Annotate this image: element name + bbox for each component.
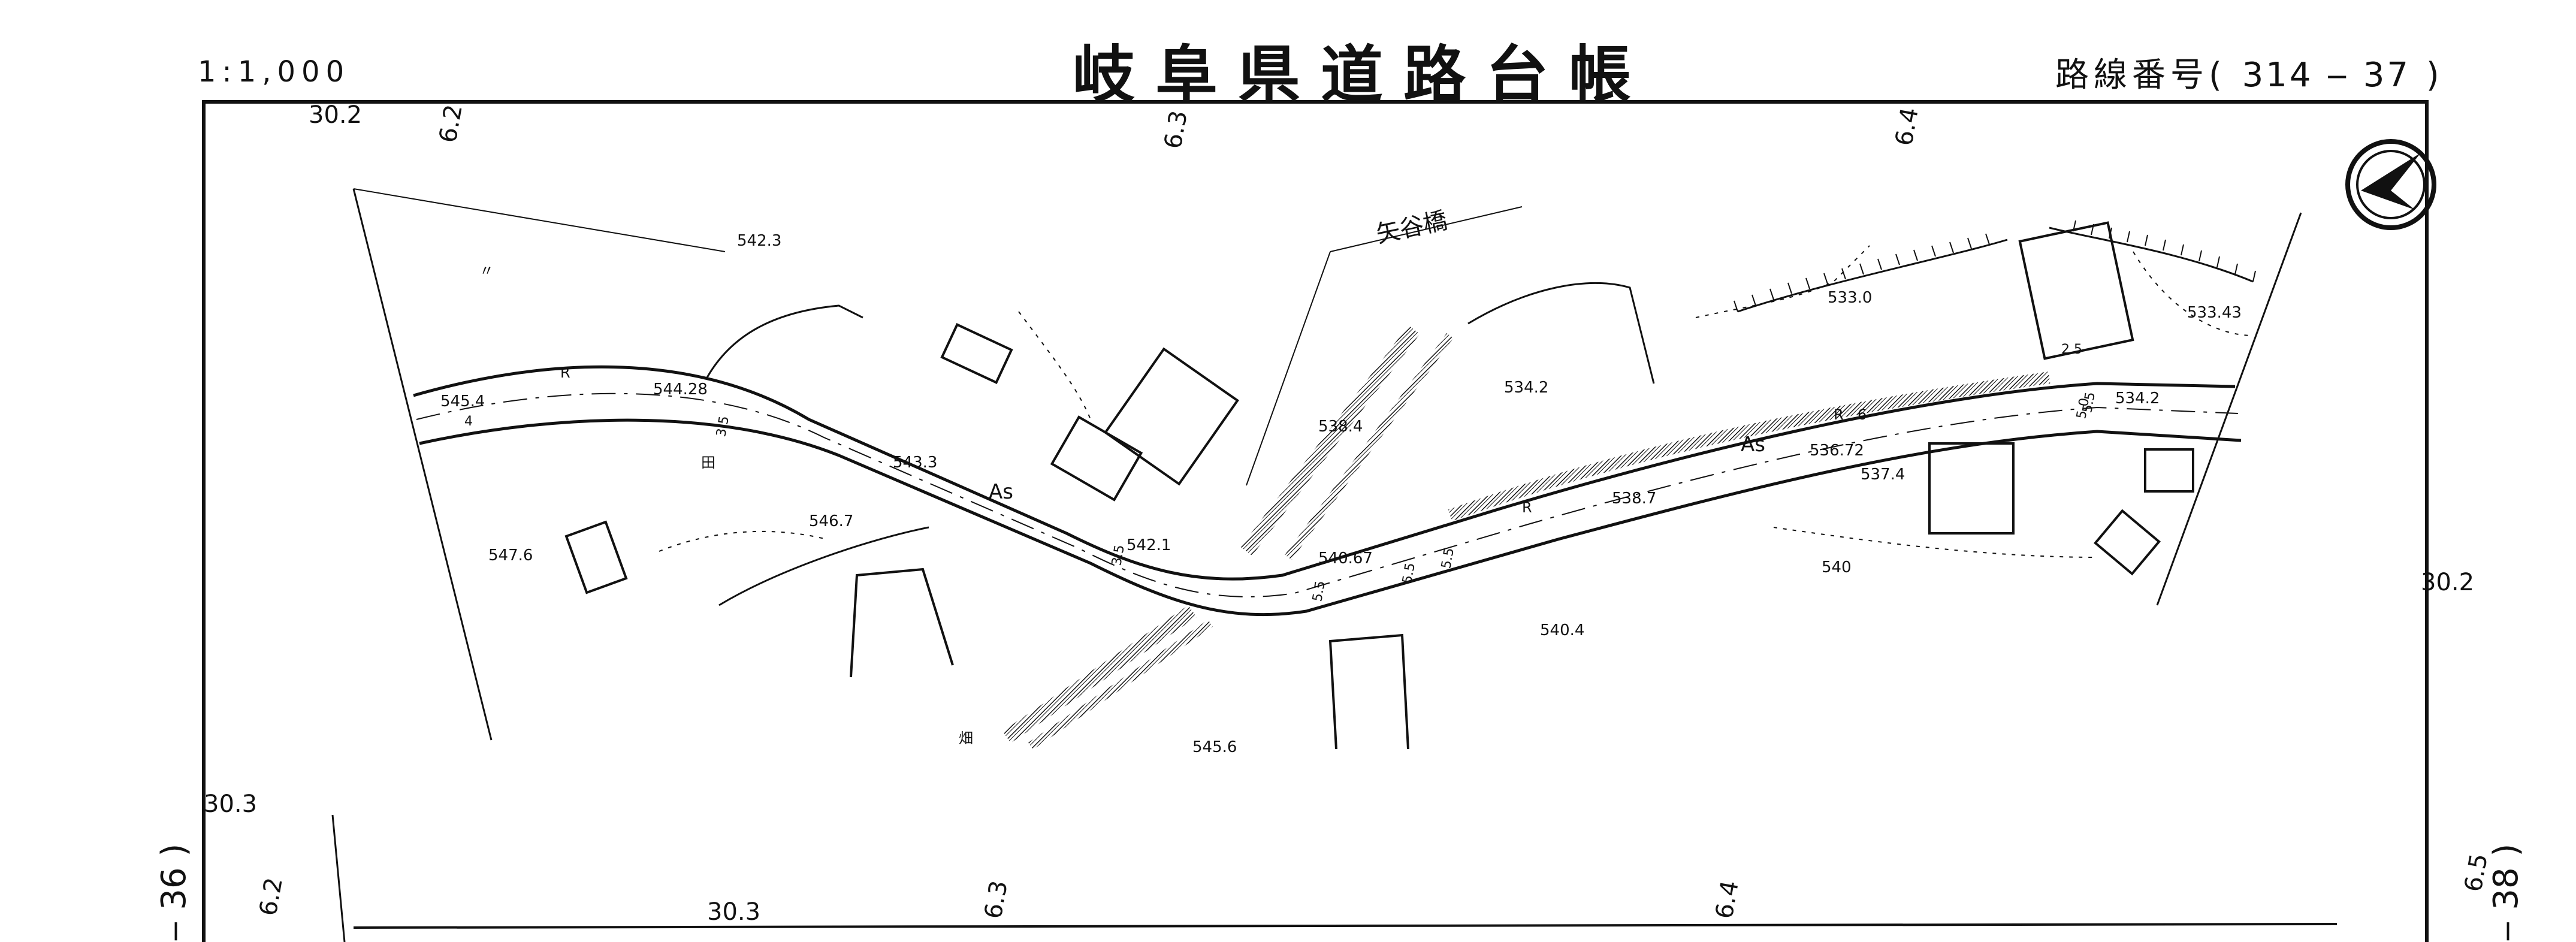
road-label: R (1834, 406, 1844, 423)
width-mark: 5.5 (1439, 547, 1457, 570)
bridge-rail-south (1002, 605, 1197, 743)
bridge-rail-north-2 (1285, 333, 1454, 560)
grid-label: 30.3 (707, 898, 760, 926)
elevation-label: 540.4 (1540, 621, 1584, 639)
route-close-paren: ) (2426, 56, 2444, 95)
width-mark: 5.0 (2074, 397, 2092, 420)
elevation-label: 540.67 (1318, 550, 1373, 567)
width-marks: 3.5 3.5 5.5 5.5 5.5 5.5 5.0 2.5 (714, 342, 2098, 603)
width-mark: 3.5 (1109, 544, 1128, 567)
elevation-label: 538.4 (1318, 418, 1363, 436)
elevation-label: 544.28 (653, 381, 708, 398)
elevation-label: 542.3 (737, 232, 781, 250)
buildings (564, 221, 2194, 750)
width-mark: 2.5 (2061, 342, 2082, 357)
survey-boundary-left (352, 188, 493, 741)
land-use-marks: 田 畑 〃 (479, 262, 973, 747)
elevation-label: 533.0 (1828, 289, 1872, 307)
road-label: R (560, 364, 570, 381)
land-use-mark: 畑 (959, 730, 973, 747)
route-open-paren: ( (2209, 56, 2227, 95)
grid-label: 30.2 (309, 101, 362, 129)
elevation-label: 536.72 (1810, 442, 1864, 460)
bridge-name: 矢谷橋 (1374, 207, 1450, 249)
survey-boundary-right (2156, 212, 2302, 606)
grid-label: 6.3 (1159, 108, 1193, 151)
spot-elevations: 542.3 544.28 545.4 543.3 546.7 547.6 542… (440, 232, 2242, 756)
route-number-value: 314 ‒ 37 (2242, 56, 2411, 95)
grid-label: 30.2 (2421, 569, 2474, 596)
road-edge-north (413, 365, 2236, 581)
grid-label: 6.4 (1711, 878, 1744, 921)
elevation-label: 533.43 (2187, 304, 2242, 322)
elevation-label: 542.1 (1127, 536, 1171, 554)
page-title: 岐阜県道路台帳 (1073, 38, 1652, 111)
grid-label: 6.2 (255, 875, 288, 918)
road-label: R (1522, 499, 1532, 516)
width-mark: 5.5 (1310, 579, 1328, 603)
sheet-frame (202, 100, 2429, 942)
route-number-label: 路線番号 (2055, 56, 2209, 95)
north-arrow-icon (2345, 139, 2436, 230)
land-use-mark: 田 (701, 454, 715, 471)
land-use-mark: 〃 (479, 262, 494, 279)
retaining-wall (1448, 372, 2050, 521)
grid-label: 6.3 (980, 878, 1013, 921)
width-mark: 5.5 (1400, 561, 1418, 585)
grid-label: 6.5 (2460, 852, 2493, 894)
width-mark: 5.5 (2080, 391, 2098, 414)
elevation-label: 545.6 (1192, 738, 1237, 756)
road-surface-label: As (1741, 433, 1765, 457)
bridge-leader (1246, 206, 1523, 486)
survey-boundary-top (353, 188, 726, 252)
road-centerline (416, 393, 2239, 597)
bridge-rail-south-2 (1028, 620, 1213, 750)
road-label: 4 (464, 414, 473, 429)
elevation-label: 534.2 (1504, 379, 1548, 397)
road-labels: As As R R R 6 4 (464, 364, 1867, 516)
bridge-rail-north (1240, 325, 1420, 556)
elevation-label: 537.4 (1861, 466, 1905, 484)
route-number-block: 路線番号( 314 ‒ 37 ) (2055, 48, 2444, 96)
elevation-label: 534.2 (2115, 390, 2160, 407)
field-boundaries (659, 245, 2254, 558)
slope-ticks (1734, 220, 2256, 312)
grid-label: 30.3 (204, 790, 257, 818)
road-edge-south (419, 418, 2242, 617)
road-surface-label: As (989, 480, 1013, 504)
lower-sheet-edge (353, 923, 2338, 929)
road-label: 6 (1858, 406, 1867, 423)
elevation-label: 546.7 (809, 512, 853, 530)
slope-hatching (706, 227, 2254, 606)
elevation-label: 547.6 (488, 547, 533, 564)
elevation-label: 543.3 (893, 454, 937, 472)
elevation-label: 545.4 (440, 393, 485, 410)
lower-sheet-left-edge (331, 814, 346, 942)
elevation-label: 538.7 (1612, 490, 1656, 508)
map-scale: 1:1,000 (198, 55, 351, 89)
grid-label: 6.4 (1891, 105, 1924, 148)
grid-label: 6.2 (434, 102, 468, 145)
width-mark: 3.5 (714, 415, 732, 438)
elevation-label: 540 (1822, 558, 1852, 576)
